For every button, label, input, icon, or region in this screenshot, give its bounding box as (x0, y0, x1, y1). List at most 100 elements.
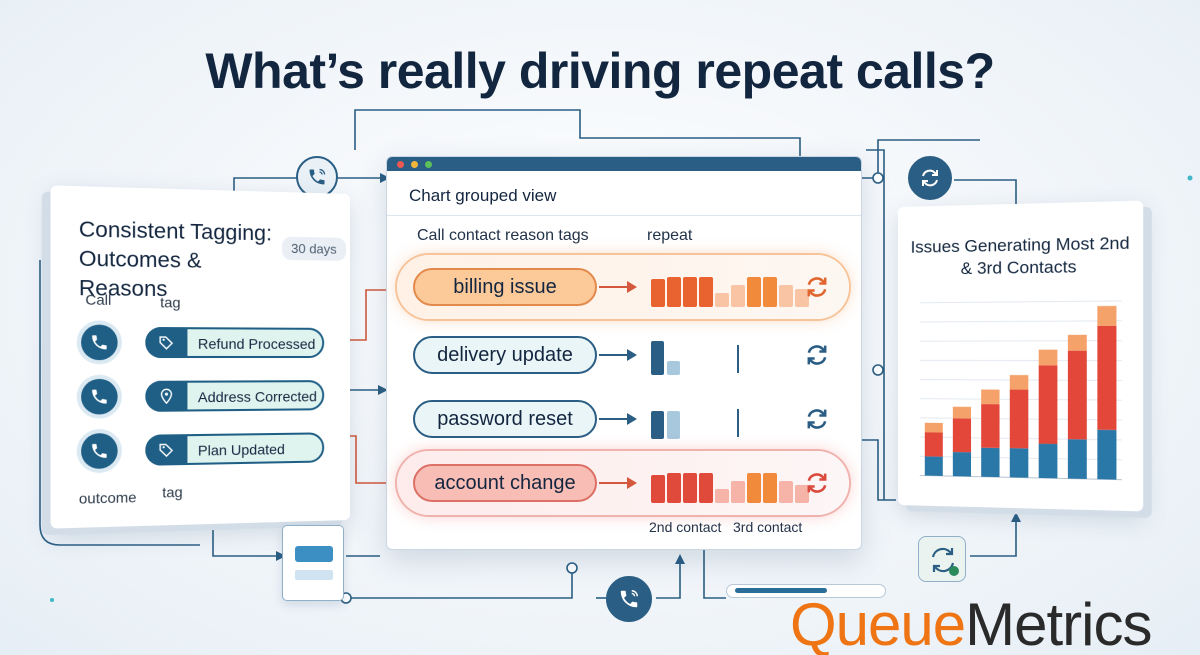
close-dot[interactable] (397, 161, 404, 168)
stacked-bar-segment (1097, 325, 1117, 430)
repeat-bar-3rd (737, 409, 739, 437)
reason-tag-delivery-update[interactable]: delivery update (413, 336, 597, 374)
page-title: What’s really driving repeat calls? (205, 43, 995, 99)
repeat-bar-2nd (715, 489, 729, 503)
arrow-line (599, 482, 629, 484)
repeat-bar-2nd (651, 341, 664, 375)
location-pin-icon (145, 380, 188, 412)
repeat-cycle-icon (807, 277, 827, 297)
stacked-bar-segment (952, 406, 972, 419)
tag-icon (145, 326, 188, 359)
stacked-bar-segment (1067, 350, 1087, 440)
repeat-cycle-icon (807, 345, 827, 365)
repeat-bar-2nd (683, 277, 697, 307)
repeat-bar-3rd (795, 485, 809, 503)
sync-status-icon (918, 536, 966, 582)
repeat-bar-3rd (747, 473, 761, 503)
reason-tag-billing-issue[interactable]: billing issue (413, 268, 597, 306)
repeat-bar-2nd (667, 277, 681, 307)
outcome-tag-pill[interactable]: Refund Processed (145, 326, 325, 359)
arrow-head (627, 413, 637, 425)
stacked-bar-segment (924, 422, 943, 433)
repeat-cycle-icon (807, 409, 827, 429)
stacked-bar-segment (1067, 439, 1087, 479)
col-tag-label-bottom: tag (162, 483, 183, 501)
arrow-line (599, 354, 629, 356)
tagging-panel: Consistent Tagging: Outcomes & Reasons 3… (50, 185, 350, 529)
col-outcome-label: outcome (78, 488, 137, 507)
stacked-bar-segment (924, 432, 943, 457)
repeat-bar-2nd (699, 277, 713, 307)
tag-label: Refund Processed (197, 335, 316, 352)
arrow-line (599, 286, 629, 288)
stacked-bar-segment (1067, 334, 1087, 351)
repeat-bar-3rd (763, 473, 777, 503)
grouped-view-window: Chart grouped view Call contact reason t… (386, 156, 862, 550)
phone-icon (81, 378, 118, 415)
stacked-bar-chart (898, 201, 1143, 512)
stacked-bar-segment (1009, 448, 1029, 478)
stacked-bar-segment (952, 452, 972, 477)
grid-line (920, 321, 1122, 322)
col-tag-label: tag (160, 293, 181, 311)
outcome-tag-pill[interactable]: Address Corrected (145, 380, 325, 412)
stacked-bar-segment (1009, 389, 1029, 449)
brand-logo: QueueMetrics (790, 591, 1153, 655)
reasons-column-header: Call contact reason tags (417, 227, 589, 244)
minimize-dot[interactable] (411, 161, 418, 168)
repeat-bar-3rd (763, 277, 777, 307)
repeat-bar-2nd (667, 473, 681, 503)
repeat-bar-3rd (779, 285, 793, 307)
divider (387, 215, 861, 216)
reason-tag-account-change[interactable]: account change (413, 464, 597, 502)
arrow-head (627, 349, 637, 361)
stacked-bar-segment (952, 418, 972, 453)
stacked-bar-segment (1038, 443, 1058, 479)
progress-fill (735, 588, 828, 593)
repeat-bar-3rd (779, 481, 793, 503)
mini-window-line (295, 570, 333, 580)
repeat-bar-2nd (715, 293, 729, 307)
grid-line (920, 301, 1122, 303)
arrow-head (627, 281, 637, 293)
stacked-bar-segment (1038, 349, 1058, 366)
repeat-bar-2nd (699, 473, 713, 503)
repeat-bar-3rd (795, 289, 809, 307)
reason-tag-password-reset[interactable]: password reset (413, 400, 597, 438)
phone-call-icon (606, 576, 652, 622)
tag-icon (145, 434, 188, 466)
col-call-label: Call (85, 291, 112, 309)
maximize-dot[interactable] (425, 161, 432, 168)
window-title-bar (387, 157, 861, 171)
repeat-bar-3rd (737, 345, 739, 373)
tag-label: Plan Updated (197, 440, 285, 459)
phone-icon (81, 324, 118, 361)
repeat-column-header: repeat (647, 227, 693, 244)
tag-row: Address Corrected (81, 378, 330, 421)
outcome-tag-pill[interactable]: Plan Updated (145, 432, 325, 466)
stacked-bar-segment (981, 389, 1000, 405)
stacked-bar-segment (1009, 375, 1029, 390)
repeat-bar-2nd (683, 473, 697, 503)
mini-window-block (295, 546, 333, 562)
second-contact-label: 2nd contact (649, 519, 722, 535)
phone-icon (81, 432, 118, 470)
stacked-bar-segment (924, 456, 943, 476)
repeat-bar-2nd (651, 411, 664, 439)
stacked-bar-segment (1097, 429, 1117, 480)
stacked-bar-segment (981, 447, 1000, 478)
repeat-bar-2nd (667, 411, 680, 439)
repeat-bar-3rd (747, 277, 761, 307)
repeat-bar-3rd (731, 481, 745, 503)
stacked-bar-segment (1097, 305, 1117, 326)
top-issues-panel: Issues Generating Most 2nd & 3rd Contact… (898, 200, 1144, 512)
sync-icon (908, 156, 952, 200)
tag-row: Refund Processed (81, 324, 330, 367)
repeat-bar-2nd (667, 361, 680, 375)
repeat-bar-3rd (731, 285, 745, 307)
grid-line (920, 341, 1122, 342)
phone-call-icon (296, 156, 338, 198)
tag-label: Address Corrected (197, 388, 317, 406)
period-badge: 30 days (282, 236, 346, 261)
